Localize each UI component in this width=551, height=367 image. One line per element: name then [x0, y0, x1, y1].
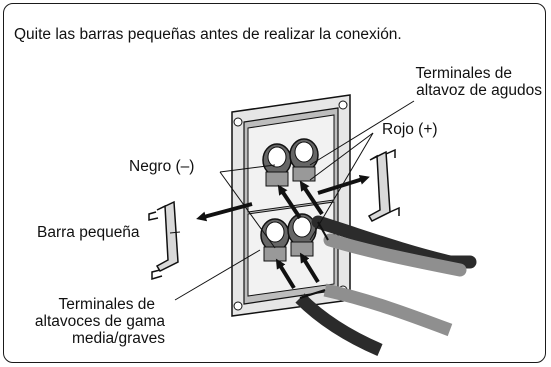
small-bar-left	[148, 200, 179, 281]
midbass-terminals-label-line1: Terminales de	[58, 296, 156, 313]
small-bar-label: Barra pequeña	[37, 224, 140, 241]
small-bar-right	[367, 148, 400, 222]
tweeter-terminals-label-line2: altavoz de agudos	[416, 82, 542, 99]
speaker-cables	[295, 215, 477, 356]
tweeter-terminals-label-line1: Terminales de	[415, 65, 513, 82]
midbass-terminals	[260, 213, 317, 262]
black-negative-label: Negro (–)	[129, 158, 195, 175]
midbass-terminals-label-line3: media/graves	[71, 330, 165, 347]
insertion-arrows	[275, 180, 324, 290]
tweeter-terminals	[262, 138, 319, 187]
leader-lines	[169, 100, 415, 301]
red-positive-label: Rojo (+)	[382, 121, 438, 138]
midbass-terminals-label-line2: altavoces de gama	[34, 313, 165, 330]
instruction-text: Quite las barras pequeñas antes de reali…	[14, 26, 402, 43]
